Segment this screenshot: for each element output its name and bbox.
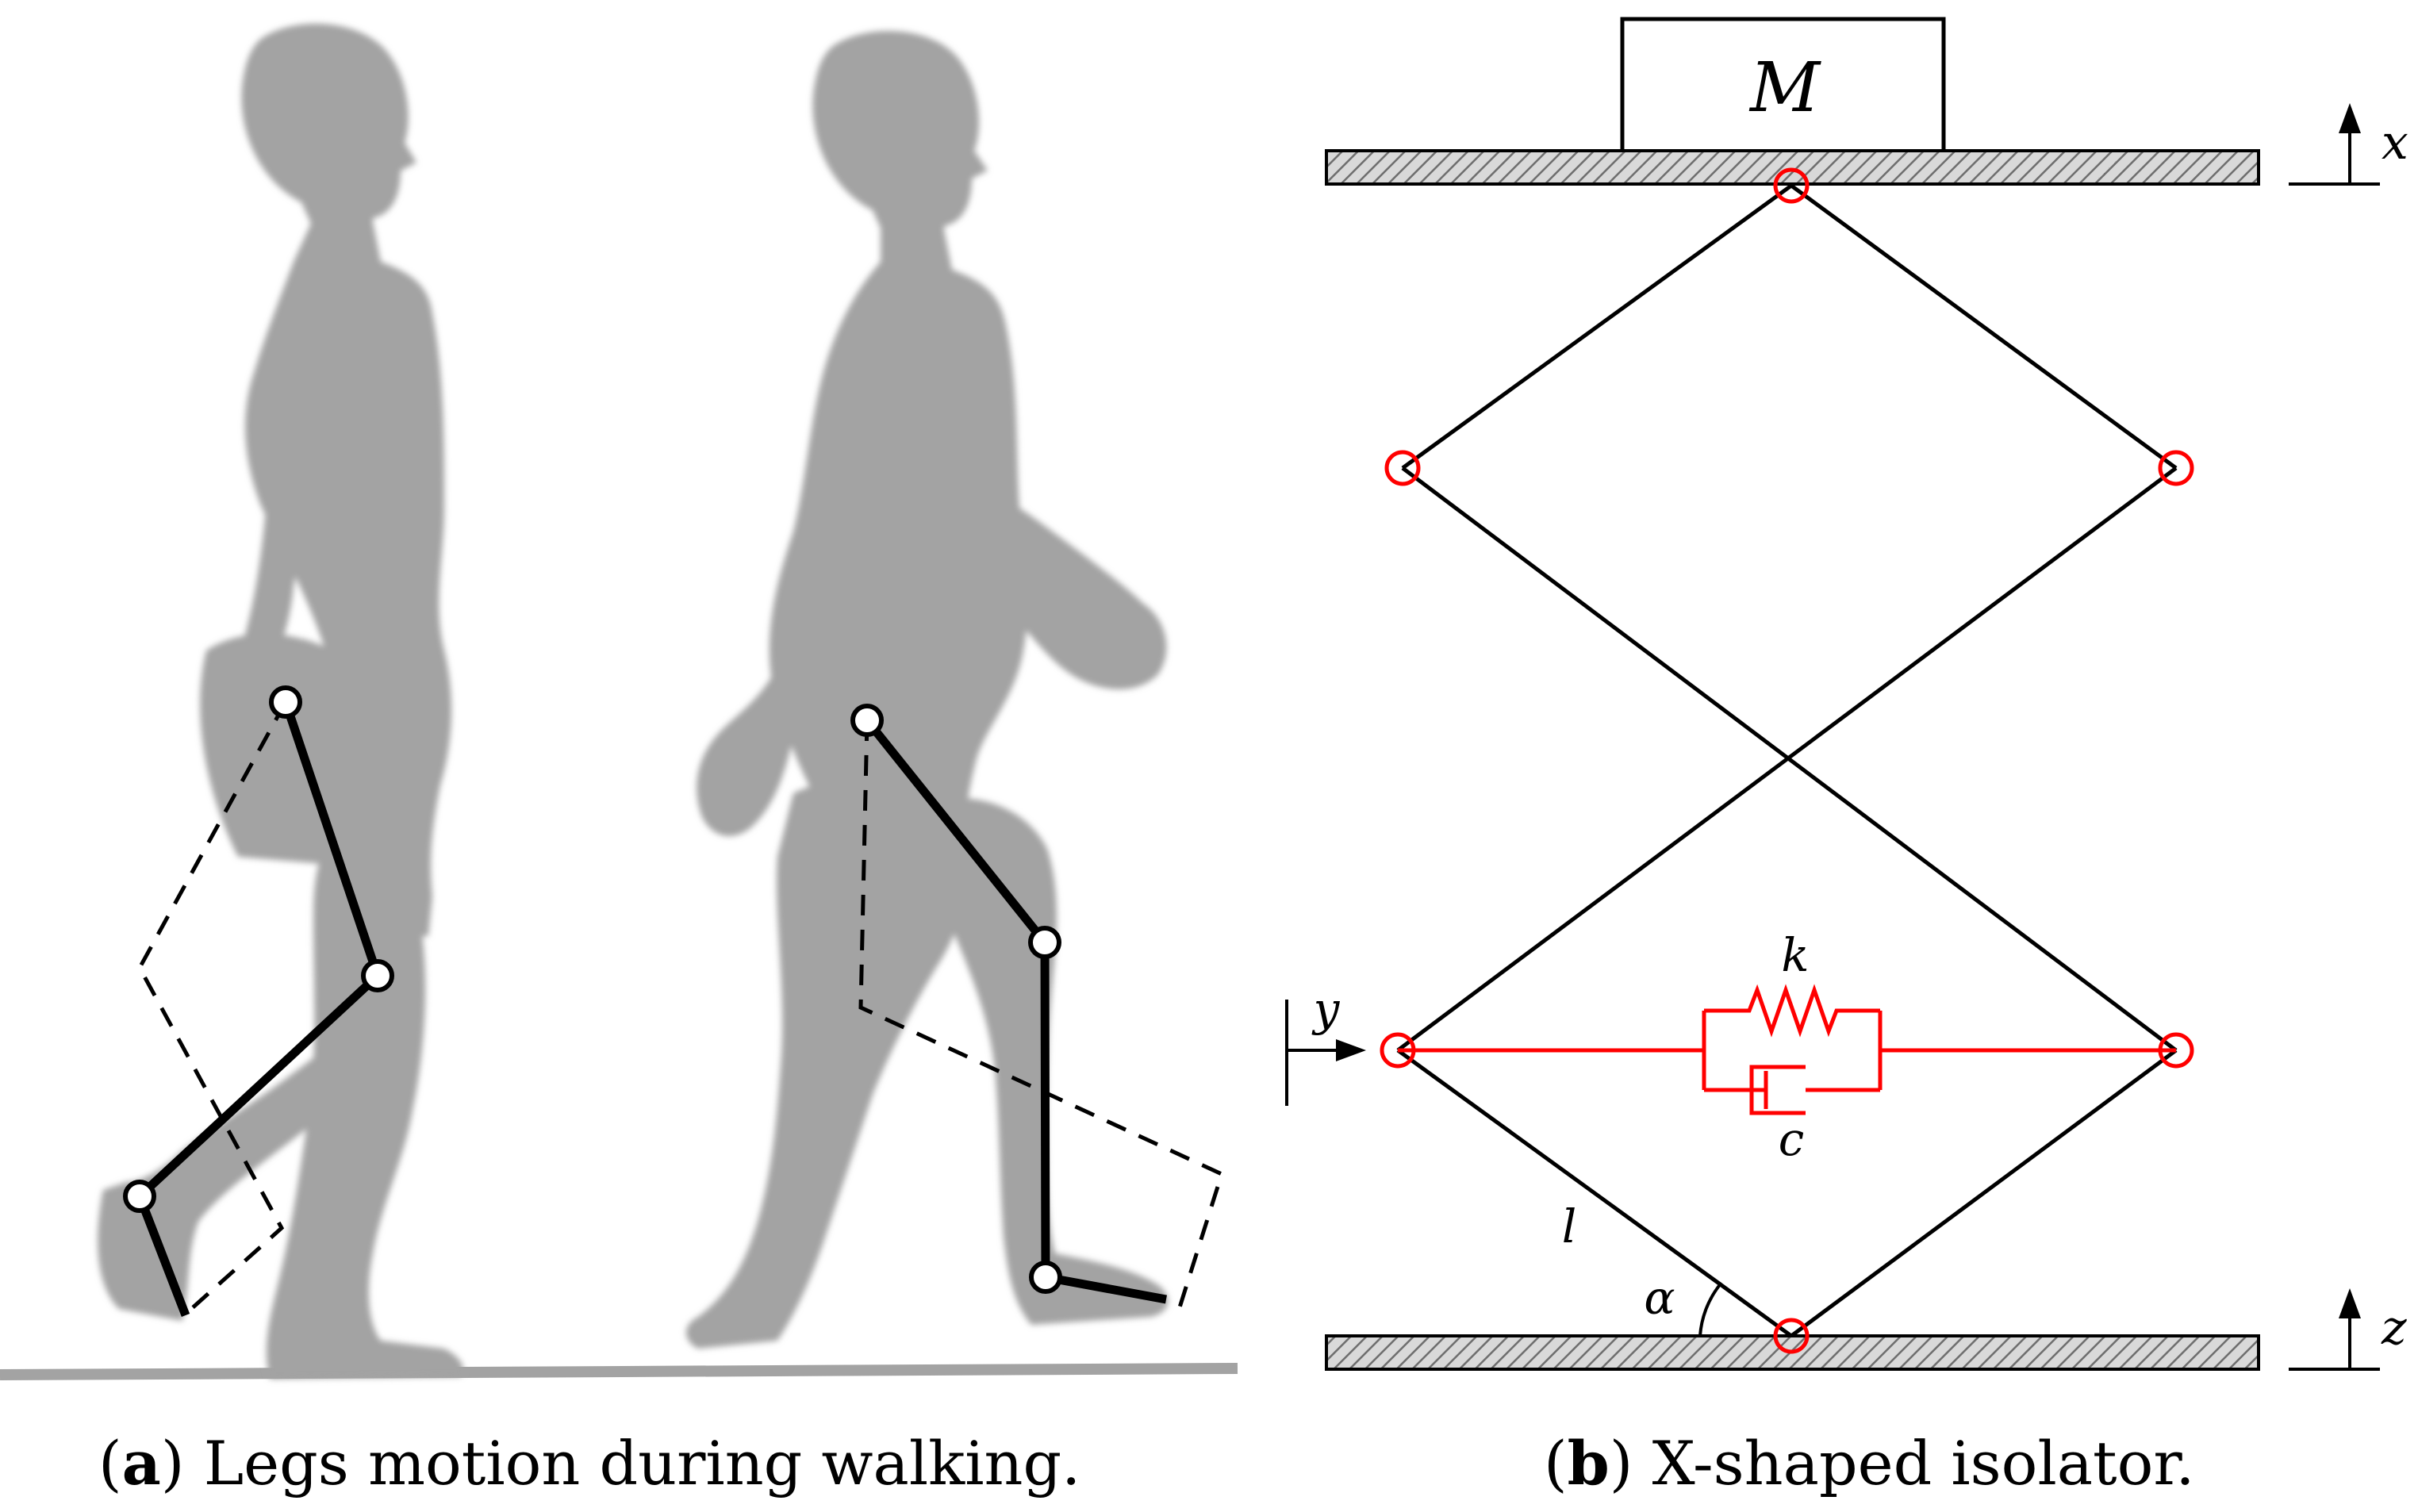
pivot-joints: [1380, 167, 2194, 1354]
length-label: l: [1562, 1199, 1577, 1253]
left-ankle-joint: [123, 1180, 156, 1213]
left-hip-joint: [269, 685, 302, 719]
panel-b-isolator: M x z: [1285, 17, 2408, 1371]
scissor-links: [1396, 183, 2178, 1338]
mass-label: M: [1748, 48, 1821, 128]
caption-b-text: ) X-shaped isolator.: [1609, 1428, 2195, 1499]
top-axis-marker: [2289, 103, 2380, 186]
right-leg-solid-links: [863, 717, 1167, 1304]
angle-arc: [1698, 1281, 1723, 1337]
left-knee-joint: [361, 959, 394, 992]
caption-a-open: (: [98, 1428, 122, 1499]
bottom-axis-marker: [2289, 1288, 2380, 1371]
pivot-lower-right: [2158, 1032, 2194, 1069]
caption-panel-a: (a) Legs motion during walking.: [98, 1420, 1161, 1507]
pivot-upper-left: [1384, 450, 1421, 486]
right-leg-skeleton: [850, 704, 1225, 1308]
pivot-top: [1773, 167, 1810, 204]
caption-b-open: (: [1544, 1428, 1568, 1499]
right-knee-joint: [1028, 926, 1061, 959]
spring-damper-element: [1398, 984, 2176, 1115]
left-leg-dashed-outline: [137, 700, 288, 1318]
right-ankle-joint: [1029, 1261, 1062, 1294]
panel-a-walking: [0, 23, 1238, 1380]
angle-label: α: [1644, 1271, 1675, 1325]
ground-line: [0, 1363, 1238, 1380]
damper: [1704, 1065, 1880, 1115]
damper-label: c: [1779, 1112, 1804, 1166]
pivot-lower-left: [1380, 1032, 1416, 1069]
caption-a-letter: a: [121, 1428, 161, 1499]
left-leg-skeleton: [123, 685, 394, 1318]
input-marker: [1285, 1000, 1366, 1106]
spring: [1704, 984, 1880, 1038]
pivot-bottom: [1773, 1318, 1810, 1354]
left-leg-solid-links: [135, 700, 382, 1317]
top-axis-label: x: [2382, 115, 2408, 171]
right-leg-dashed-outline: [858, 720, 1225, 1308]
mass-block: [1620, 17, 1946, 155]
caption-b-letter: b: [1567, 1428, 1610, 1499]
bottom-axis-label: z: [2381, 1300, 2407, 1356]
caption-a-text: ) Legs motion during walking.: [160, 1428, 1081, 1499]
left-walker-silhouette: [98, 23, 463, 1379]
top-plate: [1325, 149, 2260, 186]
input-label: y: [1311, 982, 1341, 1036]
caption-panel-b: (b) X-shaped isolator.: [1544, 1420, 2258, 1507]
pivot-upper-right: [2158, 450, 2194, 486]
spring-label: k: [1781, 928, 1809, 982]
right-hip-joint: [850, 704, 884, 737]
right-walker-silhouette: [686, 30, 1169, 1349]
